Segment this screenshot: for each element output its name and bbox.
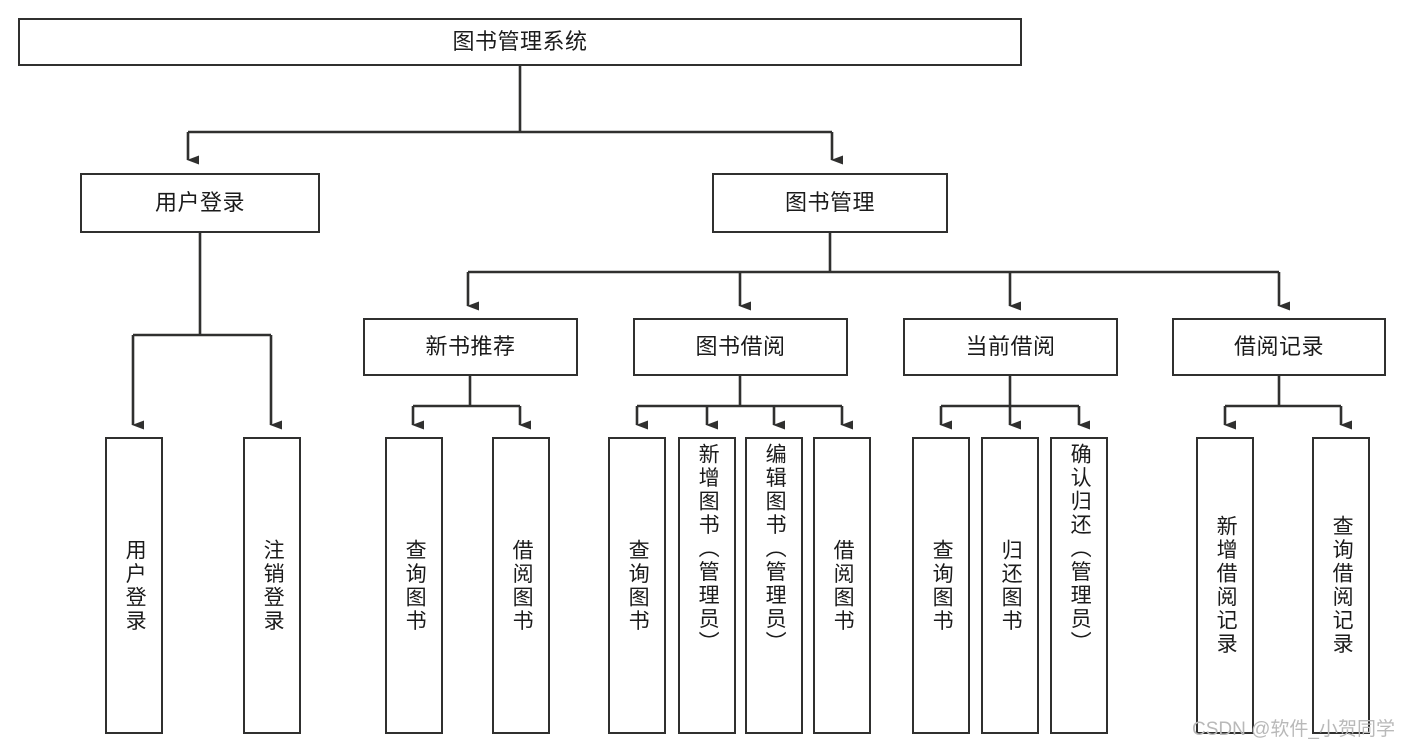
leaf-label: 查询图书 xyxy=(930,538,954,633)
leaf-label: 新增图书（管理员） xyxy=(696,443,720,655)
leaf-add-book-admin[interactable]: 新增图书（管理员） xyxy=(678,437,736,734)
leaf-edit-book-admin[interactable]: 编辑图书（管理员） xyxy=(745,437,803,734)
node-root-book-management-system[interactable]: 图书管理系统 xyxy=(18,18,1022,66)
leaf-query-book-borrow[interactable]: 查询图书 xyxy=(608,437,666,734)
leaf-label: 新增借阅记录 xyxy=(1214,515,1238,656)
node-borrow-record[interactable]: 借阅记录 xyxy=(1172,318,1386,376)
leaf-label: 用户登录 xyxy=(123,538,147,633)
leaf-query-book-recommend[interactable]: 查询图书 xyxy=(385,437,443,734)
leaf-borrow-book-recommend[interactable]: 借阅图书 xyxy=(492,437,550,734)
leaf-label: 查询图书 xyxy=(403,538,427,633)
node-current-borrow[interactable]: 当前借阅 xyxy=(903,318,1118,376)
node-label: 用户登录 xyxy=(154,190,245,215)
leaf-query-book-current[interactable]: 查询图书 xyxy=(912,437,970,734)
leaf-label: 借阅图书 xyxy=(831,538,855,633)
leaf-label: 查询借阅记录 xyxy=(1330,515,1354,656)
leaf-return-book[interactable]: 归还图书 xyxy=(981,437,1039,734)
leaf-query-borrow-record[interactable]: 查询借阅记录 xyxy=(1312,437,1370,734)
leaf-logout[interactable]: 注销登录 xyxy=(243,437,301,734)
watermark-text: CSDN @软件_小贺同学 xyxy=(1192,719,1395,740)
node-user-login[interactable]: 用户登录 xyxy=(80,173,320,233)
node-label: 新书推荐 xyxy=(425,334,516,359)
node-new-book-recommend[interactable]: 新书推荐 xyxy=(363,318,578,376)
node-label: 图书管理系统 xyxy=(452,29,588,54)
node-label: 图书管理 xyxy=(784,190,875,215)
leaf-label: 查询图书 xyxy=(626,538,650,633)
node-label: 当前借阅 xyxy=(965,334,1056,359)
leaf-label: 归还图书 xyxy=(999,538,1023,633)
leaf-label: 借阅图书 xyxy=(510,538,534,633)
node-book-management[interactable]: 图书管理 xyxy=(712,173,948,233)
leaf-add-borrow-record[interactable]: 新增借阅记录 xyxy=(1196,437,1254,734)
leaf-label: 注销登录 xyxy=(261,538,285,633)
leaf-borrow-book[interactable]: 借阅图书 xyxy=(813,437,871,734)
node-label: 借阅记录 xyxy=(1233,334,1324,359)
leaf-confirm-return-admin[interactable]: 确认归还（管理员） xyxy=(1050,437,1108,734)
node-book-borrow[interactable]: 图书借阅 xyxy=(633,318,848,376)
leaf-label: 确认归还（管理员） xyxy=(1068,443,1092,655)
csdn-watermark: CSDN @软件_小贺同学 xyxy=(1192,714,1395,741)
node-label: 图书借阅 xyxy=(695,334,786,359)
leaf-user-login[interactable]: 用户登录 xyxy=(105,437,163,734)
leaf-label: 编辑图书（管理员） xyxy=(763,443,787,655)
